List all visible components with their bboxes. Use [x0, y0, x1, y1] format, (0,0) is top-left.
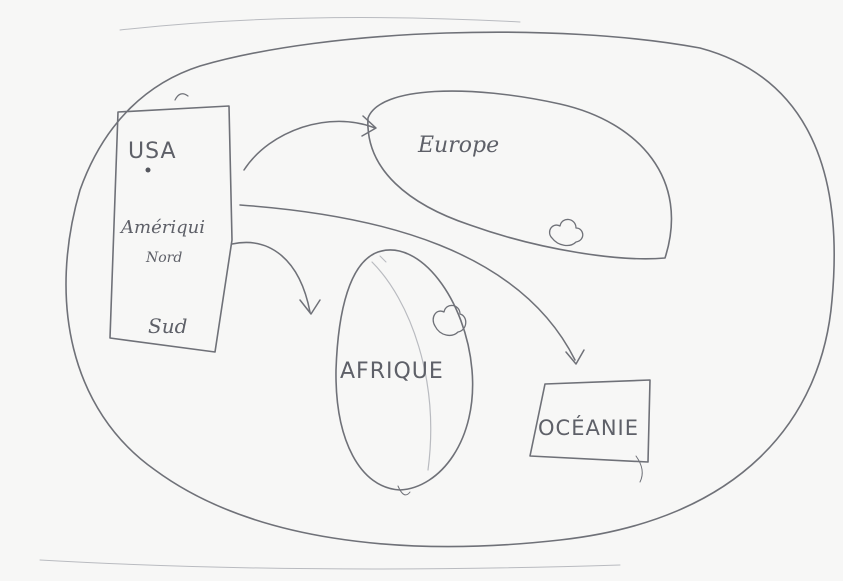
arrow-americas-to-africa: [231, 241, 311, 313]
arrows: [231, 115, 585, 365]
nord-label: Nord: [145, 250, 182, 266]
oceania-box: OCÉANIE: [529, 379, 651, 463]
afrique-label: AFRIQUE: [340, 359, 444, 384]
world-outline: [65, 31, 835, 548]
dot-mark-icon: [145, 167, 151, 173]
cloud-doodle-icon: [432, 304, 467, 337]
americas-box: USA Amériqui Nord Sud: [109, 93, 233, 353]
arrow-americas-to-oceania: [239, 204, 576, 361]
stray-marks: [379, 255, 643, 496]
usa-label: USA: [128, 139, 177, 164]
paper-texture: [39, 17, 621, 570]
europe-region: Europe: [367, 90, 673, 260]
africa-region: AFRIQUE: [335, 249, 474, 491]
oceanie-label: OCÉANIE: [538, 415, 639, 440]
amerique-label: Amériqui: [119, 217, 205, 238]
cloud-doodle-icon: [548, 218, 584, 247]
sud-label: Sud: [148, 314, 187, 338]
arrow-americas-to-europe: [243, 120, 376, 171]
europe-label: Europe: [417, 133, 499, 158]
